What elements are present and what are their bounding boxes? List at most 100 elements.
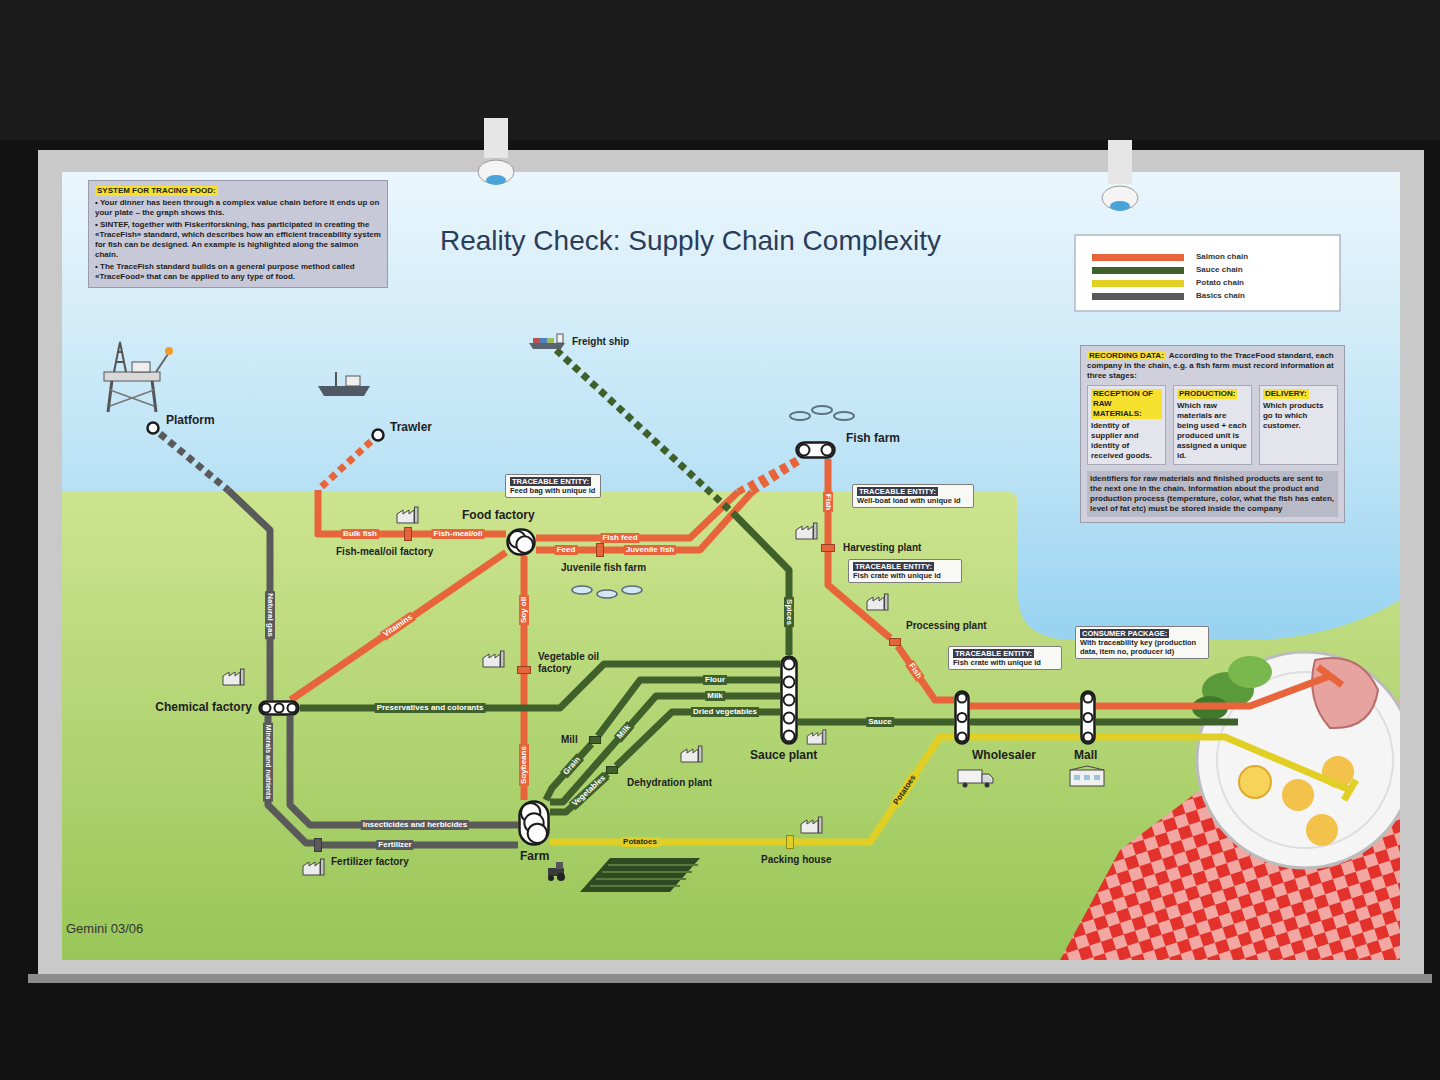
panel-heading: SYSTEM FOR TRACING FOOD: (95, 186, 218, 196)
crop-field (590, 865, 698, 886)
line-label: Fish (823, 492, 833, 512)
station-tick: Processing plant (889, 638, 901, 646)
oil-platform (114, 342, 126, 372)
chain-line-path (322, 842, 518, 849)
station-shape (288, 704, 297, 713)
chain-line (556, 350, 789, 655)
line-label: Feed (555, 545, 578, 555)
callout-box: TRACEABLE ENTITY:Fish crate with unique … (848, 559, 962, 583)
dinner-plate (1312, 658, 1378, 728)
line-label: Juvenile fish (624, 545, 676, 555)
factory-icon (796, 523, 817, 539)
station-label: Freight ship (572, 336, 629, 348)
mall-building (1070, 766, 1104, 770)
chain-line-path (970, 719, 1080, 726)
factory-icon (397, 507, 418, 523)
line-label: Grain (560, 753, 584, 778)
stage-heading: RECEPTION OF RAW MATERIALS: (1091, 389, 1162, 419)
ship-shape (533, 338, 540, 343)
factory-icon (223, 669, 244, 685)
station-label: Packing house (761, 854, 832, 866)
mall-building (1070, 770, 1104, 786)
legend-swatch (1092, 254, 1184, 261)
projector-mount (478, 160, 514, 184)
station-label: Trawler (390, 421, 432, 435)
line-label: Milk (614, 721, 634, 742)
oil-platform (132, 362, 150, 372)
stage-heading: PRODUCTION: (1177, 389, 1237, 399)
ship-shape (547, 338, 554, 343)
mall-building (1074, 775, 1080, 780)
ship-shape (557, 334, 563, 343)
projector-mount (486, 175, 506, 185)
chain-ends (1344, 780, 1356, 800)
room (38, 150, 1424, 978)
chain-line-path (536, 492, 738, 538)
panel-text: • SINTEF, together with Fiskeriforskning… (95, 220, 381, 260)
station-shape (784, 677, 795, 688)
station-shape (1082, 692, 1095, 744)
chain-line-path (794, 737, 954, 842)
chain-line (318, 441, 404, 534)
factory-icon (303, 859, 324, 875)
station-shape (520, 802, 549, 845)
station-label: Harvesting plant (843, 542, 921, 554)
station-shape (528, 824, 547, 843)
chain-line-path (550, 839, 786, 846)
callout-heading: TRACEABLE ENTITY: (510, 477, 591, 486)
fish-cages (834, 412, 854, 420)
station-shape (797, 443, 835, 458)
slide-art (62, 172, 1400, 960)
station-shape (148, 423, 159, 434)
chain-line-path (970, 734, 1080, 741)
station-tick: Packing house (786, 835, 794, 849)
crop-field (580, 858, 700, 892)
chain-ends (1096, 719, 1238, 726)
station-shape (1080, 690, 1096, 745)
chain-line-path (291, 552, 506, 700)
mall-building (1070, 766, 1104, 786)
trawler-ship (318, 386, 370, 396)
chain-line (794, 737, 954, 842)
station-label: Fertilizer factory (331, 856, 409, 868)
callout-text: Fish crate with unique id (953, 658, 1057, 667)
station-shape (784, 695, 795, 706)
station-shape (799, 445, 810, 456)
station-label: Platform (166, 414, 215, 428)
callout-heading: CONSUMER PACKAGE: (1080, 629, 1169, 638)
info-panel: RECEPTION OF RAW MATERIALS:Identity of s… (1080, 345, 1345, 523)
oil-platform (110, 390, 154, 406)
station-shape (958, 713, 967, 722)
callout-box: TRACEABLE ENTITY:Fish crate with unique … (948, 646, 1062, 670)
station-shape (1084, 733, 1093, 742)
panel-text: • The TraceFish standard builds on a gen… (95, 262, 381, 282)
tractor (556, 862, 563, 869)
panel-intro: RECORDING DATA:According to the TraceFoo… (1087, 351, 1338, 381)
trawler-ship (335, 372, 337, 386)
chain-line-path (898, 646, 954, 700)
trawler-ship (346, 376, 360, 386)
line-label: Fish (905, 660, 925, 683)
station-shape (260, 702, 299, 715)
ship-shape (529, 343, 565, 349)
station-tick: Fertilizer factory (314, 838, 322, 852)
station-marker: Fish farm (795, 441, 836, 459)
legend-row: Sauce chain (1092, 264, 1332, 276)
fish-cages (790, 406, 854, 420)
callout-text: Feed bag with unique id (510, 486, 596, 495)
line-label: Vegetables (569, 772, 610, 810)
panel-text: • Your dinner has been through a complex… (95, 198, 381, 218)
oil-platform (104, 342, 173, 412)
legend-row: Potato chain (1092, 277, 1332, 289)
trawler-ship (318, 372, 370, 396)
ship-shape (540, 338, 547, 343)
wholesale-truck (985, 783, 990, 788)
station-shape (373, 430, 384, 441)
oil-platform (152, 380, 156, 412)
chain-line (536, 459, 799, 538)
wholesale-truck (958, 770, 993, 788)
